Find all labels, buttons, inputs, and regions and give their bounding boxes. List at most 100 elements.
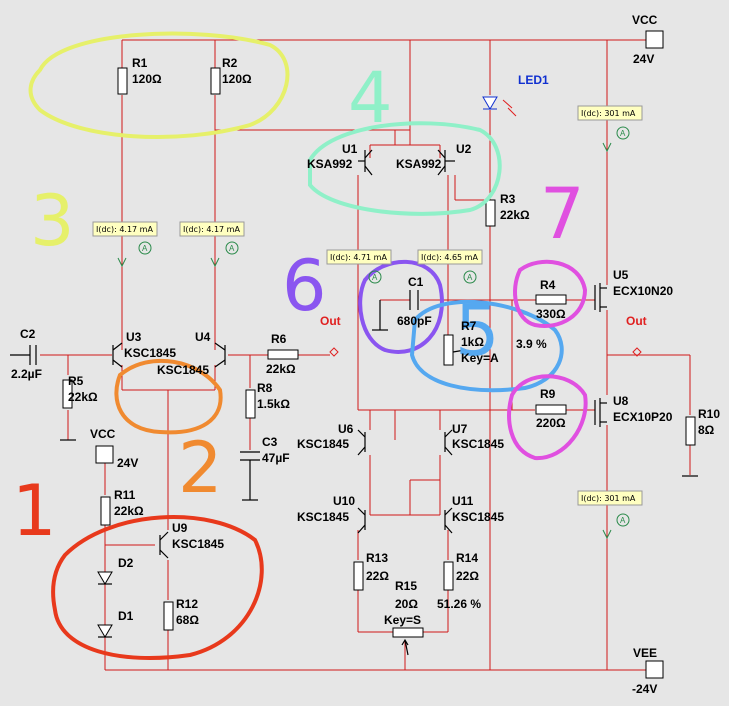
svg-text:I(dc): 4.71 mA: I(dc): 4.71 mA	[330, 253, 387, 262]
u5-part: ECX10N20	[613, 284, 673, 298]
vcc-top-label: VCC	[632, 13, 658, 27]
probe-5[interactable]: I(dc): 301 mA A	[577, 105, 643, 153]
probe-3[interactable]: I(dc): 4.71 mA A	[326, 249, 392, 284]
probe-1[interactable]: I(dc): 4.17 mA A	[92, 221, 158, 268]
svg-text:A: A	[467, 273, 473, 282]
u10-name: U10	[333, 494, 355, 508]
u10-symbol[interactable]	[357, 507, 366, 534]
out1-label: Out	[320, 314, 341, 328]
u5-name: U5	[613, 268, 629, 282]
u6-name: U6	[338, 422, 354, 436]
u11-symbol[interactable]	[444, 507, 453, 534]
loop-5	[409, 299, 564, 393]
u1-symbol[interactable]	[358, 149, 373, 176]
u1-name: U1	[342, 142, 358, 156]
u7-symbol[interactable]	[444, 429, 453, 456]
led1-symbol[interactable]	[482, 96, 498, 110]
c1-value: 680pF	[397, 314, 432, 328]
u9-symbol[interactable]	[159, 531, 169, 559]
r15-pct: 51.26 %	[437, 597, 481, 611]
out2-label: Out	[626, 314, 647, 328]
u6-symbol[interactable]	[357, 429, 366, 456]
r13-name: R13	[366, 551, 388, 565]
r7-body[interactable]	[443, 334, 454, 366]
vcc-left-label: VCC	[90, 427, 116, 441]
highlights	[28, 31, 588, 660]
d1-name: D1	[118, 609, 134, 623]
vee-box[interactable]	[645, 660, 664, 679]
u11-part: KSC1845	[452, 510, 504, 524]
loop-3	[28, 31, 290, 139]
d2-symbol[interactable]	[97, 571, 113, 585]
vcc-top-box[interactable]	[645, 30, 664, 49]
r8-body[interactable]	[245, 389, 256, 419]
r14-body[interactable]	[443, 561, 454, 591]
resistors	[62, 67, 696, 656]
svg-text:I(dc): 4.17 mA: I(dc): 4.17 mA	[183, 225, 240, 234]
u8-symbol[interactable]	[594, 398, 607, 427]
r7-pct: 3.9 %	[516, 337, 547, 351]
u10-part: KSC1845	[297, 510, 349, 524]
loop-6	[358, 259, 444, 354]
probe-2[interactable]: I(dc): 4.17 mA A	[179, 221, 245, 268]
r11-body[interactable]	[100, 496, 111, 526]
r3-body[interactable]	[485, 199, 496, 227]
r15-body[interactable]	[392, 627, 424, 638]
u2-symbol[interactable]	[437, 149, 455, 176]
r12-body[interactable]	[163, 601, 174, 631]
loop-2	[114, 358, 223, 435]
u2-part: KSA992	[396, 157, 442, 171]
probe-4[interactable]: I(dc): 4.65 mA A	[417, 249, 483, 284]
u4-symbol[interactable]	[214, 342, 226, 368]
r3-value: 22kΩ	[500, 208, 530, 222]
u6-part: KSC1845	[297, 437, 349, 451]
u7-part: KSC1845	[452, 437, 504, 451]
loop-1	[51, 515, 264, 660]
probe-6[interactable]: I(dc): 301 mA A	[577, 490, 643, 540]
u11-name: U11	[452, 494, 474, 508]
r11-name: R11	[114, 488, 136, 502]
svg-text:I(dc): 301 mA: I(dc): 301 mA	[581, 109, 636, 118]
c2-value: 2.2µF	[11, 367, 42, 381]
r15-key: Key=S	[384, 613, 421, 627]
r13-body[interactable]	[353, 561, 364, 591]
loop-7a	[513, 259, 588, 328]
hand-6: 6	[282, 245, 327, 327]
vee-value: -24V	[632, 682, 657, 696]
r6-body[interactable]	[267, 349, 299, 360]
c3-name: C3	[262, 435, 278, 449]
r2-body[interactable]	[210, 67, 221, 95]
u2-name: U2	[456, 142, 472, 156]
r10-body[interactable]	[685, 416, 696, 446]
d1-symbol[interactable]	[97, 624, 113, 638]
hand-1: 1	[12, 470, 57, 552]
svg-text:A: A	[372, 273, 378, 282]
r7-name: R7	[461, 319, 477, 333]
r6-name: R6	[271, 332, 287, 346]
hand-2: 2	[178, 427, 223, 509]
hand-3: 3	[30, 180, 75, 262]
r4-body[interactable]	[535, 294, 567, 305]
vcc-left-value: 24V	[117, 456, 138, 470]
hand-5: 5	[455, 290, 500, 372]
transistors	[112, 149, 607, 559]
u4-part: KSC1845	[157, 363, 209, 377]
r9-body[interactable]	[535, 404, 567, 415]
r5-body[interactable]	[62, 379, 73, 409]
r15-name: R15	[395, 579, 417, 593]
vcc-left-box[interactable]	[95, 445, 114, 464]
svg-text:I(dc): 301 mA: I(dc): 301 mA	[581, 494, 636, 503]
r9-name: R9	[540, 387, 556, 401]
r8-value: 1.5kΩ	[257, 397, 290, 411]
out2-node[interactable]	[632, 347, 642, 357]
out1-node[interactable]	[329, 347, 339, 357]
u5-symbol[interactable]	[594, 283, 607, 312]
u8-name: U8	[613, 394, 629, 408]
r8-name: R8	[257, 381, 273, 395]
u3-part: KSC1845	[124, 346, 176, 360]
r14-name: R14	[456, 551, 478, 565]
r1-body[interactable]	[117, 67, 128, 95]
u3-symbol[interactable]	[112, 342, 123, 368]
u7-name: U7	[452, 422, 468, 436]
